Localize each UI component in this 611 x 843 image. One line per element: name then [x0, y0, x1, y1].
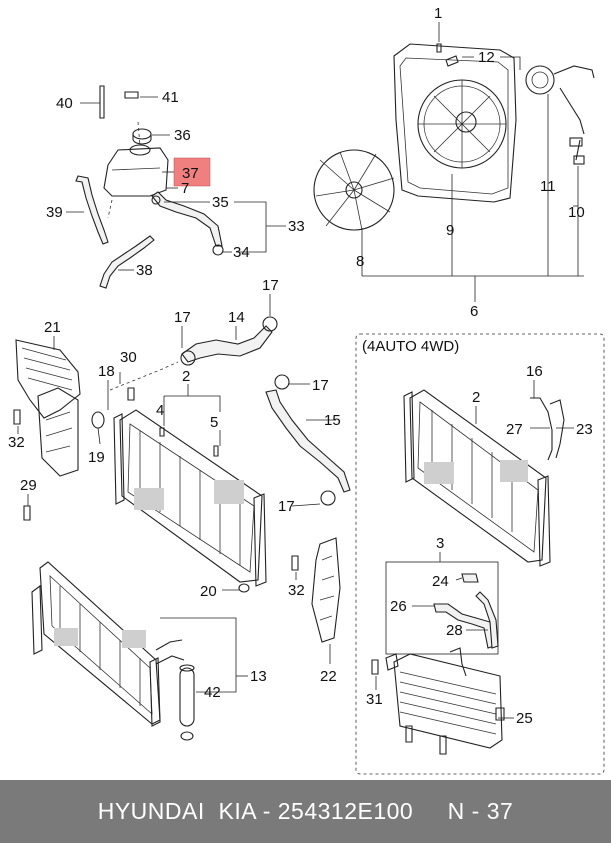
callout-26: 26 [390, 598, 407, 615]
callout-19: 19 [88, 449, 105, 466]
footer-part-number: HYUNDAI KIA - 254312E100 N - 37 [97, 798, 514, 824]
callout-37: 37 [182, 165, 199, 182]
callout-32-b: 32 [288, 582, 305, 599]
callout-3: 3 [436, 535, 444, 552]
callout-22: 22 [320, 668, 337, 685]
callout-28: 28 [446, 622, 463, 639]
callout-10: 10 [568, 204, 585, 221]
callout-42: 42 [204, 684, 221, 701]
footer-bar: HYUNDAI KIA - 254312E100 N - 37 [0, 780, 611, 843]
callout-7: 7 [181, 180, 189, 197]
callout-18: 18 [98, 363, 115, 380]
callout-25: 25 [516, 710, 533, 727]
callout-12: 12 [478, 49, 495, 66]
callout-labels: 1 12 40 41 36 37 7 39 35 33 34 38 9 8 11… [8, 5, 593, 727]
callout-38: 38 [136, 262, 153, 279]
callout-1: 1 [434, 5, 442, 22]
callout-11: 11 [540, 178, 556, 195]
fan-shroud-group [313, 43, 595, 231]
section-label: (4AUTO 4WD) [362, 338, 459, 355]
callout-30: 30 [120, 349, 137, 366]
callout-17-a: 17 [262, 277, 279, 294]
callout-15: 15 [324, 412, 341, 429]
callout-40: 40 [56, 95, 73, 112]
callout-35: 35 [212, 194, 229, 211]
callout-17-d: 17 [278, 498, 295, 515]
callout-23: 23 [576, 421, 593, 438]
callout-29: 29 [20, 477, 37, 494]
radiator-group [13, 316, 351, 593]
highlight-box-37 [173, 157, 211, 187]
callout-27: 27 [506, 421, 523, 438]
callout-14: 14 [228, 309, 245, 326]
callout-32-a: 32 [8, 434, 25, 451]
callout-2: 2 [182, 368, 190, 385]
callout-9: 9 [446, 222, 454, 239]
radiator-cooling-diagram: 1 12 40 41 36 37 7 39 35 33 34 38 9 8 11… [8, 5, 605, 775]
callout-33: 33 [288, 218, 305, 235]
callout-16: 16 [526, 363, 543, 380]
callout-39: 39 [46, 204, 63, 221]
callout-8: 8 [356, 253, 364, 270]
callout-31: 31 [366, 691, 383, 708]
auto-4wd-group [371, 389, 565, 755]
callout-4: 4 [156, 402, 164, 419]
section-4auto-4wd-box [355, 333, 605, 775]
callout-41: 41 [162, 89, 179, 106]
callout-5: 5 [210, 414, 218, 431]
callout-20: 20 [200, 583, 217, 600]
reservoir-tank-group [75, 85, 224, 289]
callout-17-c: 17 [312, 377, 329, 394]
callout-34: 34 [233, 244, 250, 261]
callout-2-b: 2 [472, 389, 480, 406]
callout-6: 6 [470, 303, 478, 320]
callout-21: 21 [44, 319, 61, 336]
callout-24: 24 [432, 573, 449, 590]
callout-36: 36 [174, 127, 191, 144]
callout-17-b: 17 [174, 309, 191, 326]
condenser-group [31, 537, 341, 741]
callout-13: 13 [250, 668, 267, 685]
